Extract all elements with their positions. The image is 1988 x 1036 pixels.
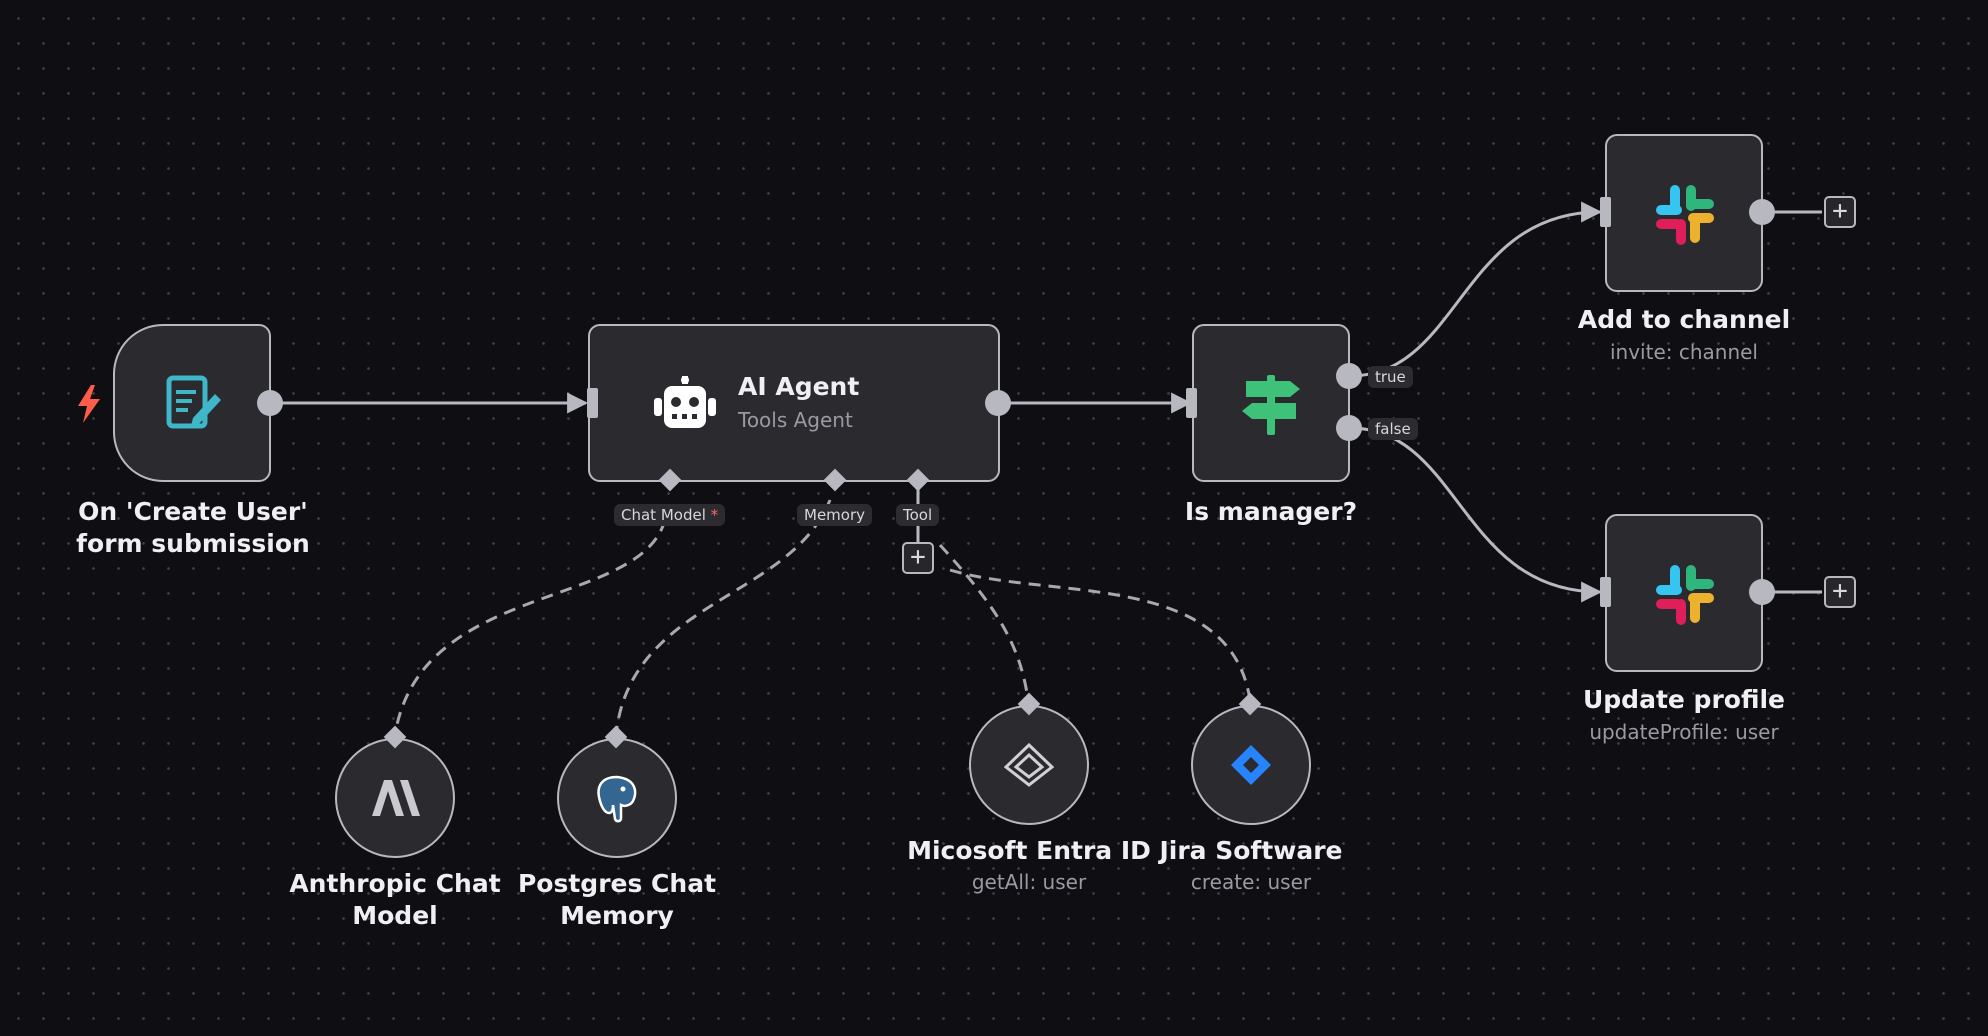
- postgres-chat-memory-node[interactable]: [557, 738, 677, 858]
- anthropic-chat-model-node[interactable]: [335, 738, 455, 858]
- agent-input-handle[interactable]: [587, 388, 598, 418]
- add-after-update-profile-button[interactable]: +: [1824, 576, 1856, 608]
- add-after-add-channel-button[interactable]: +: [1824, 196, 1856, 228]
- entra-sublabel: getAll: user: [971, 870, 1087, 894]
- slack-update-profile-node[interactable]: [1605, 514, 1763, 672]
- update-profile-output-handle[interactable]: [1749, 579, 1775, 605]
- if-node[interactable]: [1192, 324, 1350, 482]
- trigger-node[interactable]: [113, 324, 271, 482]
- agent-output-handle[interactable]: [985, 390, 1011, 416]
- branch-false-label: false: [1368, 418, 1418, 440]
- edge-memory-to-postgres: [614, 499, 832, 736]
- slack-icon: [1651, 560, 1719, 628]
- trigger-output-handle[interactable]: [257, 390, 283, 416]
- edge-tool-to-jira: [949, 568, 1252, 701]
- chat-model-port-label: Chat Model *: [614, 504, 726, 526]
- entra-icon: [1004, 743, 1054, 787]
- slack-icon: [1651, 180, 1719, 248]
- add-channel-input-handle[interactable]: [1600, 197, 1611, 227]
- jira-sublabel: create: user: [1190, 870, 1312, 894]
- update-profile-input-handle[interactable]: [1600, 577, 1611, 607]
- memory-port-label: Memory: [797, 504, 873, 526]
- add-channel-sublabel: invite: channel: [1609, 340, 1758, 364]
- agent-title: AI Agent: [738, 372, 860, 401]
- jira-icon: [1229, 743, 1273, 787]
- agent-subtitle: Tools Agent: [738, 408, 853, 432]
- slack-add-channel-node[interactable]: [1605, 134, 1763, 292]
- entra-label: Micosoft Entra ID: [907, 836, 1151, 865]
- postgres-elephant-icon: [593, 773, 641, 823]
- branch-true-label: true: [1368, 366, 1413, 388]
- if-true-handle[interactable]: [1336, 363, 1362, 389]
- signpost-icon: [1236, 368, 1306, 440]
- update-profile-sublabel: updateProfile: user: [1589, 720, 1779, 744]
- if-input-handle[interactable]: [1186, 388, 1197, 418]
- microsoft-entra-node[interactable]: [969, 705, 1089, 825]
- edge-tool-to-entra: [938, 543, 1030, 701]
- if-false-handle[interactable]: [1336, 415, 1362, 441]
- add-channel-label: Add to channel: [1577, 305, 1791, 334]
- lightning-icon: [74, 384, 104, 424]
- update-profile-label: Update profile: [1582, 685, 1786, 714]
- trigger-label: On 'Create User' form submission: [76, 497, 310, 558]
- anthropic-icon: [370, 780, 420, 816]
- add-tool-button[interactable]: +: [902, 542, 934, 574]
- add-channel-output-handle[interactable]: [1749, 199, 1775, 225]
- robot-icon: [650, 376, 720, 432]
- form-icon: [163, 374, 223, 434]
- ai-agent-node[interactable]: AI Agent Tools Agent: [588, 324, 1000, 482]
- jira-software-node[interactable]: [1191, 705, 1311, 825]
- edge-chatmodel-to-anthropic: [393, 519, 667, 736]
- tool-port-label: Tool: [896, 504, 940, 526]
- if-label: Is manager?: [1184, 497, 1358, 526]
- jira-label: Jira Software: [1159, 836, 1343, 865]
